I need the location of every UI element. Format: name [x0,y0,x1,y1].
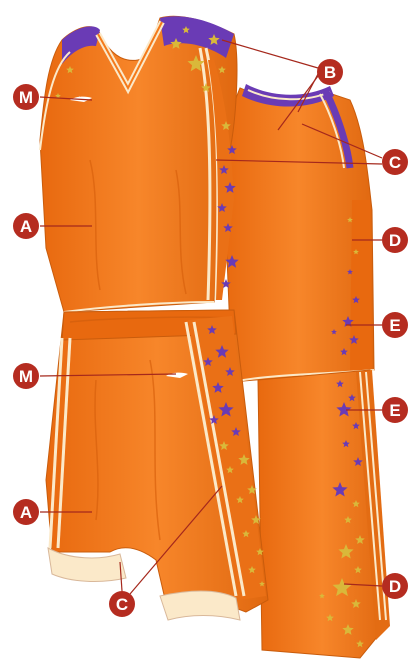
back-jersey [223,84,374,382]
callout-D-shorts: D [382,573,408,599]
callout-M-jersey: M [13,84,39,110]
front-jersey [40,16,237,312]
callout-label: C [116,595,128,614]
back-shorts [258,370,390,658]
callout-label: M [19,88,33,107]
front-shorts [46,310,268,620]
callout-label: E [389,316,400,335]
callout-C-jersey: C [382,149,408,175]
callout-M-shorts: M [13,363,39,389]
back-side-stars [350,200,372,372]
callout-A-shorts: A [13,499,39,525]
callout-label: A [20,217,32,236]
callout-label: D [389,577,401,596]
callout-E-shorts: E [382,397,408,423]
callout-C-shorts: C [109,591,135,617]
callout-label: D [389,231,401,250]
callout-label: A [20,503,32,522]
callout-A-jersey: A [13,213,39,239]
callout-label: C [389,153,401,172]
callout-D-jersey: D [382,227,408,253]
callout-E-jersey: E [382,312,408,338]
callout-B: B [317,59,343,85]
callout-label: M [19,367,33,386]
callout-label: B [324,63,336,82]
callout-label: E [389,401,400,420]
